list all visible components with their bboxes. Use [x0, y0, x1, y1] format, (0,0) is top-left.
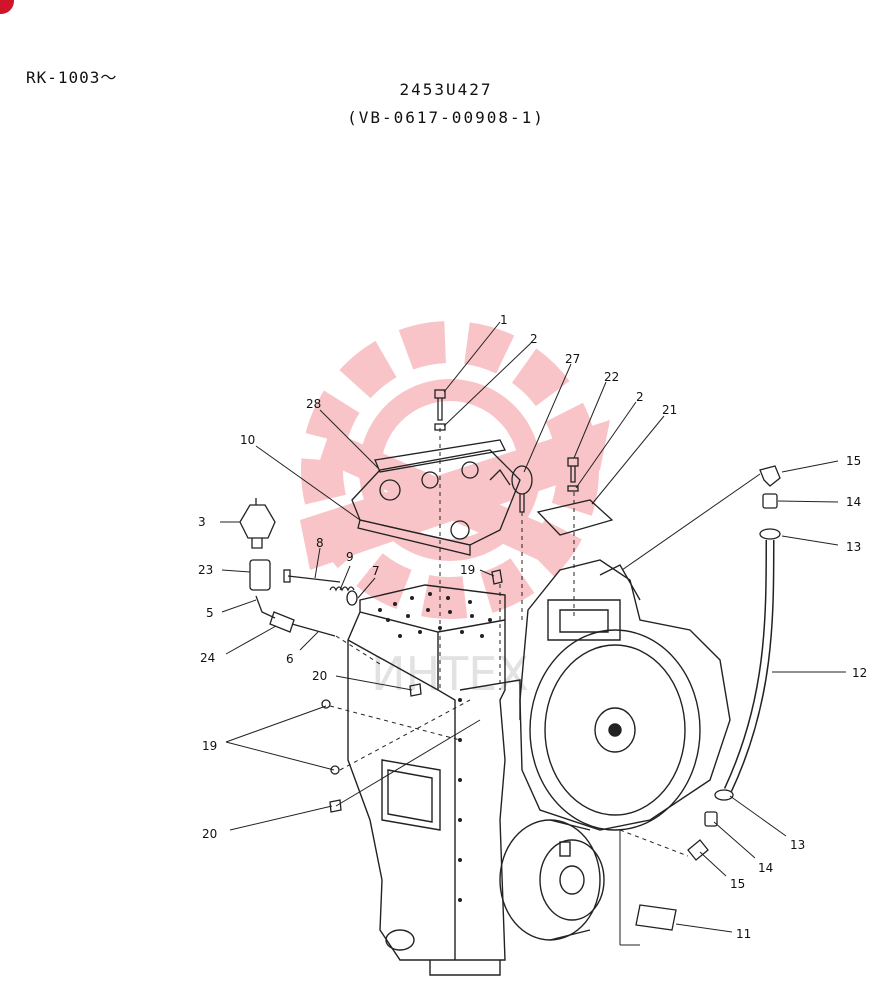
callout-8: 8 — [316, 536, 324, 550]
drawing-code: (VB-0617-00908-1) — [347, 108, 545, 127]
small-parts — [239, 389, 781, 931]
callout-19: 19 — [202, 739, 217, 753]
callout-7: 7 — [372, 564, 380, 578]
callout-27: 27 — [565, 352, 580, 366]
callout-20: 20 — [202, 827, 217, 841]
callout-3: 3 — [198, 515, 206, 529]
callout-1: 1 — [500, 313, 508, 327]
callout-22: 22 — [604, 370, 619, 384]
callout-28: 28 — [306, 397, 321, 411]
leader-lines — [220, 321, 846, 946]
callout-6: 6 — [286, 652, 294, 666]
transmission-housing — [347, 559, 731, 976]
serial-range: RK-1003～ — [26, 68, 118, 87]
callout-11: 11 — [736, 927, 751, 941]
callout-20: 20 — [312, 669, 327, 683]
watermark-text: ИНТЕХ — [371, 647, 529, 701]
callout-14: 14 — [758, 861, 773, 875]
callout-2: 2 — [530, 332, 538, 346]
callout-2: 2 — [636, 390, 644, 404]
callout-5: 5 — [206, 606, 214, 620]
callout-24: 24 — [200, 651, 215, 665]
callout-13: 13 — [846, 540, 861, 554]
callout-13: 13 — [790, 838, 805, 852]
callout-15: 15 — [846, 454, 861, 468]
callout-14: 14 — [846, 495, 861, 509]
watermark-logo: ИНТЕХ — [300, 321, 610, 701]
callout-15: 15 — [730, 877, 745, 891]
callout-19: 19 — [460, 563, 475, 577]
callout-23: 23 — [198, 563, 213, 577]
part-number: 2453U427 — [399, 80, 493, 99]
callout-21: 21 — [662, 403, 677, 417]
callout-10: 10 — [240, 433, 255, 447]
control-valve — [351, 439, 521, 556]
callout-9: 9 — [346, 550, 354, 564]
callout-labels: 1 2 27 22 2 21 28 10 15 14 13 3 8 9 7 23… — [198, 313, 867, 941]
callout-12: 12 — [852, 666, 867, 680]
